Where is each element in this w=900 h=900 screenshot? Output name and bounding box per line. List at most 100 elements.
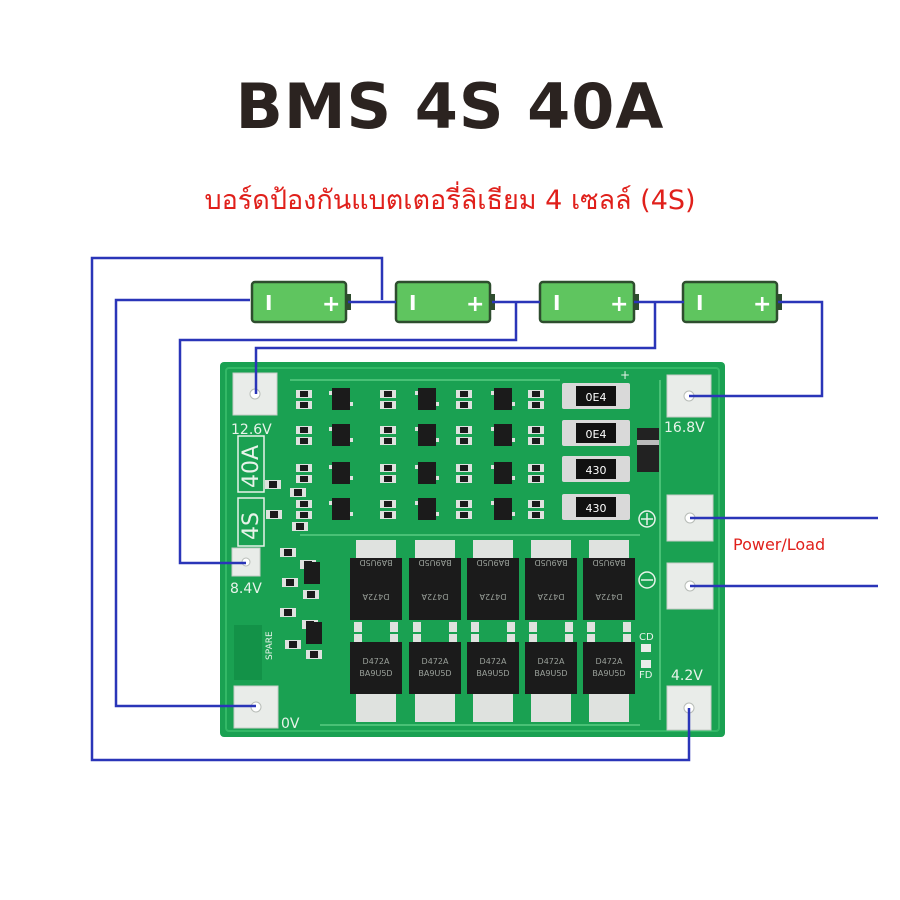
smd-ic bbox=[494, 498, 512, 520]
smd-resistor-body bbox=[300, 465, 308, 471]
led-fd bbox=[641, 660, 651, 668]
wire-4v2 bbox=[90, 256, 691, 762]
smd-pin bbox=[491, 501, 494, 505]
mosfet-leg bbox=[587, 634, 595, 644]
mosfet-leg bbox=[413, 622, 421, 632]
battery-minus-symbol: I bbox=[696, 291, 703, 315]
smd-pin bbox=[491, 391, 494, 395]
smd-resistor-body bbox=[300, 512, 308, 518]
resistor-code-4: 430 bbox=[586, 502, 607, 515]
smd-ic bbox=[418, 462, 436, 484]
smd-ic bbox=[418, 388, 436, 410]
resistor-plus-mark: + bbox=[620, 368, 630, 382]
mosfet-leg bbox=[529, 622, 537, 632]
smd-pin bbox=[491, 465, 494, 469]
smd-resistor-body bbox=[532, 402, 540, 408]
led-cd bbox=[641, 644, 651, 652]
mosfet-leg bbox=[507, 622, 515, 632]
smd-resistor-body bbox=[300, 427, 308, 433]
mosfet-tab bbox=[473, 540, 513, 560]
board-minus-symbol bbox=[638, 571, 656, 589]
mosfet-code: BA9U5D bbox=[476, 558, 509, 567]
rating-40a: 40A bbox=[239, 445, 264, 488]
mosfet-leg bbox=[623, 622, 631, 632]
smd-pin bbox=[350, 476, 353, 480]
mosfet-code: BA9U5D bbox=[418, 669, 451, 678]
mosfet-package bbox=[467, 642, 519, 694]
mosfet-leg bbox=[390, 622, 398, 632]
smd-ic bbox=[332, 498, 350, 520]
mosfet-leg bbox=[449, 622, 457, 632]
shunt-resistor-1: 0E4 bbox=[562, 383, 630, 409]
smd-part-body bbox=[284, 609, 292, 616]
mosfet-tab bbox=[589, 540, 629, 560]
smd-resistor-body bbox=[384, 402, 392, 408]
label-spare: SPARE bbox=[265, 631, 275, 660]
mosfet-code: BA9U5D bbox=[476, 669, 509, 678]
mosfet-leg bbox=[390, 634, 398, 644]
smd-resistor-body bbox=[460, 512, 468, 518]
smd-part-body bbox=[284, 549, 292, 556]
mosfet-tab bbox=[473, 694, 513, 722]
mosfet-code: D472A bbox=[537, 592, 564, 601]
smd-ic bbox=[494, 388, 512, 410]
smd-resistor-body bbox=[532, 438, 540, 444]
smd-resistor-body bbox=[460, 402, 468, 408]
mosfet-tab bbox=[356, 540, 396, 560]
smd-resistor-body bbox=[460, 391, 468, 397]
smd-part-body bbox=[310, 651, 318, 658]
smd-pin bbox=[512, 476, 515, 480]
smd-part-body bbox=[270, 511, 278, 518]
smd-part-body bbox=[294, 489, 302, 496]
wire-16v8 bbox=[689, 300, 824, 398]
mosfet-tab bbox=[356, 694, 396, 722]
mosfet-code: D472A bbox=[538, 657, 565, 666]
smd-pin bbox=[512, 438, 515, 442]
smd-ic bbox=[306, 622, 322, 644]
wire-0v bbox=[114, 298, 256, 708]
smd-pin bbox=[329, 391, 332, 395]
smd-resistor-body bbox=[300, 438, 308, 444]
pcb-edge bbox=[225, 367, 720, 732]
smd-resistor-body bbox=[300, 391, 308, 397]
mosfet-leg bbox=[507, 634, 515, 644]
mosfet-array: D472ABA9U5DD472ABA9U5DD472ABA9U5DD472ABA… bbox=[350, 540, 635, 722]
smd-pin bbox=[415, 391, 418, 395]
smd-part-body bbox=[307, 591, 315, 598]
mosfet-bottom-4: D472A BA9U5D bbox=[525, 634, 577, 722]
mosfet-leg bbox=[354, 622, 362, 632]
battery-plus-symbol: + bbox=[753, 292, 771, 317]
smd-ic bbox=[418, 498, 436, 520]
battery-minus-symbol: I bbox=[409, 291, 416, 315]
mosfet-tab bbox=[531, 540, 571, 560]
smd-part-body bbox=[289, 641, 297, 648]
smd-pin bbox=[491, 427, 494, 431]
smd-resistor-body bbox=[384, 427, 392, 433]
battery-plus-symbol: + bbox=[322, 292, 340, 317]
rating-4s: 4S bbox=[239, 512, 264, 540]
mosfet-code: BA9U5D bbox=[534, 669, 567, 678]
pcb-traces bbox=[290, 379, 661, 726]
smd-pin bbox=[415, 465, 418, 469]
smd-resistor-body bbox=[532, 465, 540, 471]
mosfet-code: D472A bbox=[421, 592, 448, 601]
smd-pin bbox=[329, 501, 332, 505]
battery-cell-1: I+ bbox=[250, 280, 351, 324]
mosfet-package bbox=[525, 558, 577, 620]
smd-pin bbox=[436, 512, 439, 516]
smd-pin bbox=[415, 427, 418, 431]
mosfet-tab bbox=[415, 694, 455, 722]
mosfet-leg bbox=[471, 622, 479, 632]
smd-resistor-body bbox=[460, 465, 468, 471]
battery-plus-symbol: + bbox=[466, 292, 484, 317]
mosfet-leg bbox=[565, 622, 573, 632]
shunt-resistor-3: 430 bbox=[562, 456, 630, 482]
smd-ic bbox=[494, 424, 512, 446]
